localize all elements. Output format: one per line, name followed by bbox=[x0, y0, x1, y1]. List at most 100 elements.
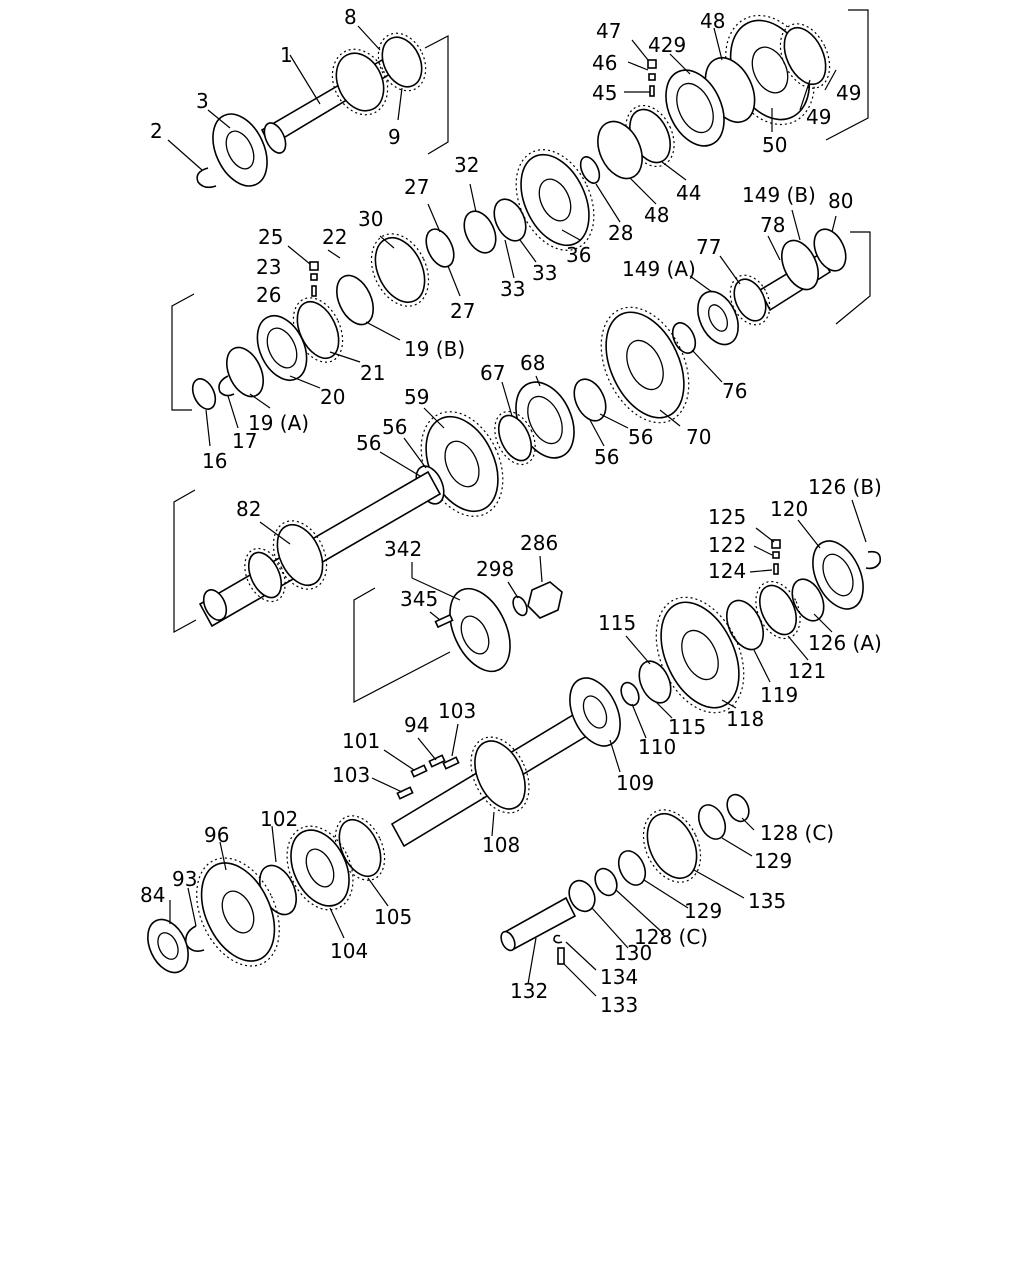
callout-label: 48 bbox=[700, 9, 725, 33]
callout-label: 118 bbox=[726, 707, 764, 731]
input-shaft-group bbox=[196, 32, 449, 189]
callout-label: 28 bbox=[608, 221, 633, 245]
callout-label: 3 bbox=[196, 89, 209, 113]
upper-right-cluster bbox=[597, 9, 869, 180]
bearing-33 bbox=[493, 198, 527, 242]
bracket-top-left bbox=[424, 35, 449, 155]
callout-label: 108 bbox=[482, 833, 520, 857]
callout-label: 115 bbox=[668, 715, 706, 739]
washer-128c bbox=[726, 793, 750, 823]
callout-label: 45 bbox=[592, 81, 617, 105]
part-45 bbox=[649, 85, 655, 97]
hub-121 bbox=[759, 584, 797, 636]
callout-label: 33 bbox=[500, 277, 525, 301]
callout-label: 94 bbox=[404, 713, 429, 737]
bracket-flange bbox=[353, 587, 451, 703]
countershaft-gear bbox=[276, 523, 324, 587]
callout-label: 22 bbox=[322, 225, 347, 249]
callout-label: 122 bbox=[708, 533, 746, 557]
callout-label: 30 bbox=[358, 207, 383, 231]
key-101 bbox=[410, 764, 428, 778]
part-46 bbox=[648, 73, 656, 81]
callout-label: 84 bbox=[140, 883, 165, 907]
hub-67 bbox=[497, 414, 533, 462]
washer-128c-b bbox=[594, 867, 618, 897]
callout-label: 125 bbox=[708, 505, 746, 529]
rear-synchro-group bbox=[620, 539, 882, 714]
callout-label: 25 bbox=[258, 225, 283, 249]
lock-plate-134 bbox=[553, 934, 563, 944]
mainshaft-spline-108 bbox=[474, 740, 526, 810]
callout-label: 80 bbox=[828, 189, 853, 213]
part-124 bbox=[773, 563, 779, 575]
lower-left-gears bbox=[147, 815, 386, 974]
synchro-ring-19b bbox=[336, 274, 374, 326]
callout-label: 124 bbox=[708, 559, 746, 583]
callout-label: 132 bbox=[510, 979, 548, 1003]
bracket-top-right bbox=[825, 9, 869, 141]
part-25 bbox=[309, 261, 319, 271]
callout-label: 109 bbox=[616, 771, 654, 795]
callout-label: 1 bbox=[280, 43, 293, 67]
callout-label: 44 bbox=[676, 181, 701, 205]
callout-label: 104 bbox=[330, 939, 368, 963]
synchro-ring-19a bbox=[226, 346, 264, 398]
snap-ring-126b bbox=[865, 550, 882, 570]
callout-label: 48 bbox=[644, 203, 669, 227]
gear-49 bbox=[783, 26, 827, 86]
collar-110 bbox=[620, 681, 640, 707]
countershaft bbox=[173, 470, 442, 634]
callout-label: 20 bbox=[320, 385, 345, 409]
flange-group bbox=[353, 581, 563, 703]
callout-label: 76 bbox=[722, 379, 747, 403]
callout-label: 56 bbox=[628, 425, 653, 449]
callout-label: 19 (A) bbox=[248, 411, 309, 435]
callout-label: 126 (B) bbox=[808, 475, 882, 499]
needle-bearing-56 bbox=[573, 378, 607, 422]
callout-label: 19 (B) bbox=[404, 337, 465, 361]
callout-label: 17 bbox=[232, 429, 257, 453]
callout-label: 298 bbox=[476, 557, 514, 581]
callout-label: 50 bbox=[762, 133, 787, 157]
callout-label: 36 bbox=[566, 243, 591, 267]
callout-label: 130 bbox=[614, 941, 652, 965]
callout-label: 70 bbox=[686, 425, 711, 449]
gear-30 bbox=[374, 237, 426, 303]
snap-ring-93 bbox=[184, 925, 205, 952]
callout-label: 149 (A) bbox=[622, 257, 696, 281]
callout-label: 26 bbox=[256, 283, 281, 307]
callout-label: 128 (C) bbox=[760, 821, 834, 845]
callout-label: 133 bbox=[600, 993, 638, 1017]
callout-label: 77 bbox=[696, 235, 721, 259]
callout-label: 46 bbox=[592, 51, 617, 75]
gear-77 bbox=[733, 278, 767, 322]
callout-label: 21 bbox=[360, 361, 385, 385]
callout-label: 47 bbox=[596, 19, 621, 43]
gear-9 bbox=[381, 36, 423, 88]
mainshaft-gears-row bbox=[171, 149, 601, 411]
callout-label: 345 bbox=[400, 587, 438, 611]
bracket-mid-right bbox=[835, 231, 871, 325]
needle-bearing-129 bbox=[697, 804, 727, 840]
callout-label: 149 (B) bbox=[742, 183, 816, 207]
mainshaft bbox=[390, 677, 621, 848]
callout-label: 120 bbox=[770, 497, 808, 521]
callout-label: 286 bbox=[520, 531, 558, 555]
callout-label: 129 bbox=[754, 849, 792, 873]
callout-label: 105 bbox=[374, 905, 412, 929]
callout-label: 119 bbox=[760, 683, 798, 707]
callout-label: 56 bbox=[356, 431, 381, 455]
callout-label: 56 bbox=[382, 415, 407, 439]
part-47 bbox=[647, 59, 657, 69]
nut-80 bbox=[813, 228, 847, 272]
snap-ring-126a bbox=[791, 578, 825, 622]
callout-label: 93 bbox=[172, 867, 197, 891]
bracket-mid-left bbox=[171, 293, 195, 411]
callout-label: 68 bbox=[520, 351, 545, 375]
snap-ring-17 bbox=[218, 375, 235, 397]
reverse-idler-group bbox=[500, 793, 750, 965]
bracket-lower-left bbox=[173, 489, 197, 634]
callout-label: 59 bbox=[404, 385, 429, 409]
callout-label: 121 bbox=[788, 659, 826, 683]
